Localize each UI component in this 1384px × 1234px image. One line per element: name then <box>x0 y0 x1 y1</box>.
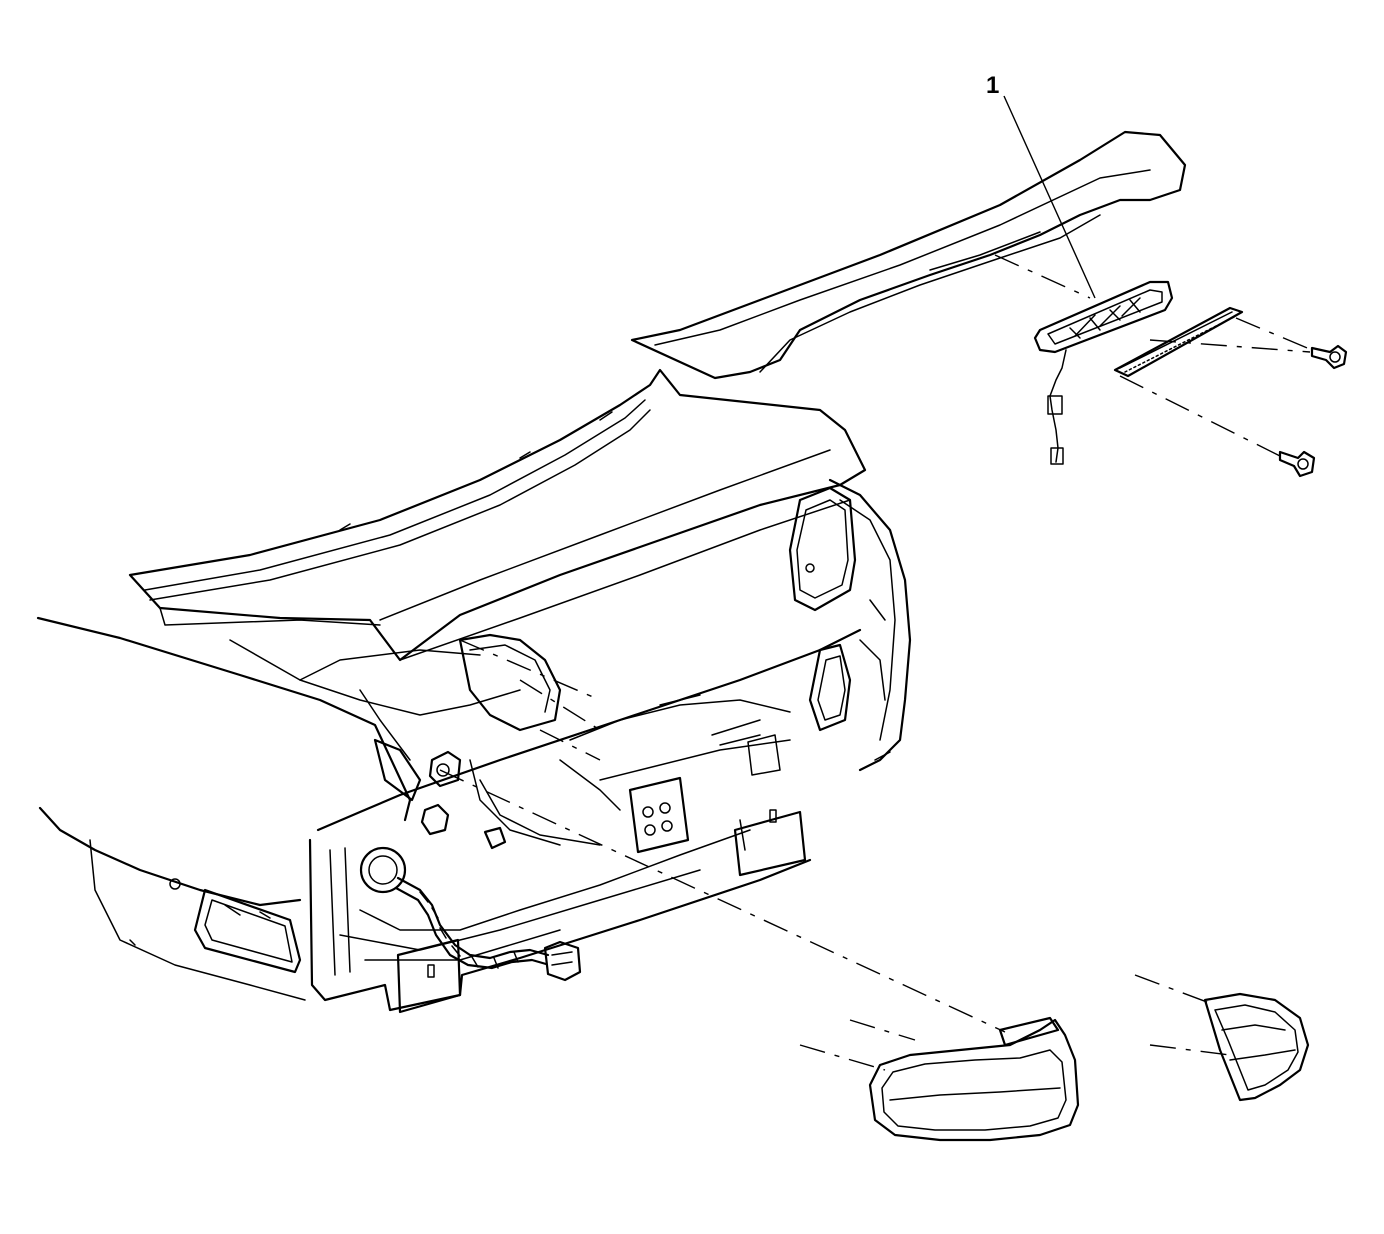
trunk-interior <box>229 633 791 846</box>
rear-body-panel <box>308 628 862 1014</box>
right-quarter-panel <box>747 478 912 776</box>
rear-spoiler <box>630 130 1187 380</box>
license-pocket <box>628 776 690 854</box>
lamp-socket-harness <box>359 846 582 982</box>
callout-1: 1 <box>986 72 1000 99</box>
left-lamp-pocket <box>193 888 302 974</box>
tail-lamp-right <box>1203 992 1310 1102</box>
bump-stops <box>420 750 507 850</box>
lamp-lens-strip <box>1113 306 1244 378</box>
left-lamp-opening <box>359 689 422 802</box>
deck-lid <box>128 368 867 662</box>
screw-lower <box>1278 450 1316 478</box>
high-mount-stop-lamp <box>1033 280 1174 465</box>
left-quarter-panel <box>36 616 412 1001</box>
tail-lamp-left <box>868 1016 1080 1142</box>
screw-upper <box>1310 344 1348 370</box>
